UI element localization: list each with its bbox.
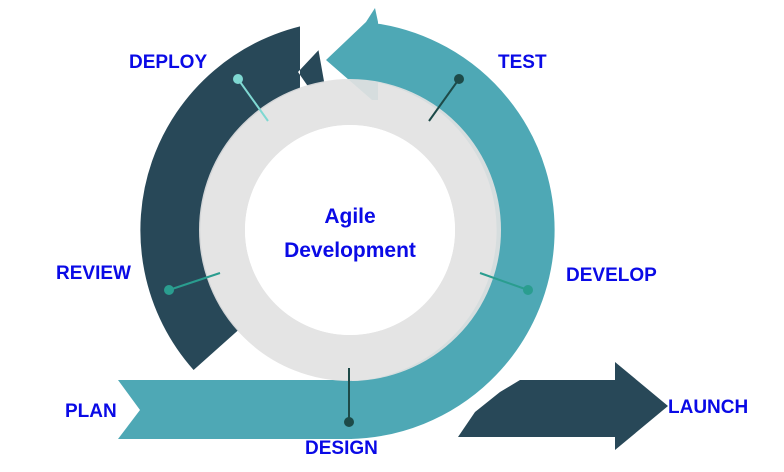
leader-design — [344, 368, 354, 427]
label-plan: PLAN — [65, 401, 117, 422]
leader-deploy — [233, 74, 269, 122]
teal-arrow-head — [326, 8, 378, 100]
center-title-line2: Development — [284, 239, 416, 262]
label-design: DESIGN — [305, 438, 378, 459]
gray-ring — [199, 79, 501, 381]
label-launch: LAUNCH — [668, 397, 749, 418]
label-develop: DEVELOP — [566, 265, 657, 286]
leader-review — [164, 272, 221, 295]
teal-cycle-arrow — [348, 23, 555, 439]
dark-cycle-arrow — [140, 23, 325, 370]
center-title: Agile Development — [250, 200, 450, 268]
label-test: TEST — [498, 52, 547, 73]
leader-test — [428, 74, 464, 122]
label-review: REVIEW — [56, 263, 131, 284]
plan-band — [118, 380, 352, 439]
leader-develop — [479, 272, 533, 295]
label-deploy: DEPLOY — [129, 52, 208, 73]
launch-arrow — [458, 362, 668, 450]
center-title-line1: Agile — [324, 205, 376, 228]
center-circle — [245, 125, 455, 335]
